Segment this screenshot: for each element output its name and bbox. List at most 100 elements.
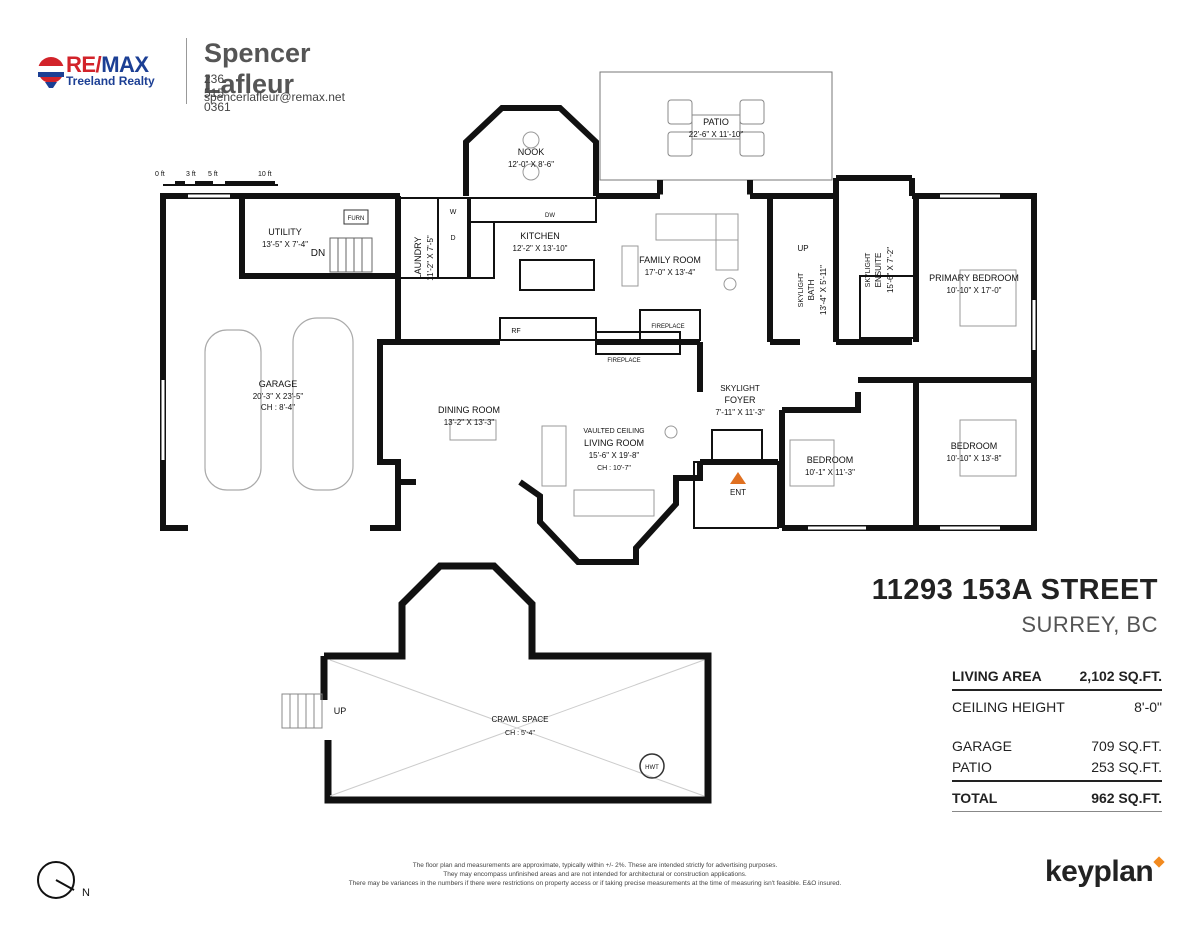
- compass-icon: N: [37, 861, 90, 899]
- crawl-stairs-icon: [281, 693, 323, 729]
- fixture-labels: FURN DN W D DW RF FIREPLACE FIREPLACE UP…: [311, 209, 809, 771]
- remax-logo: RE/MAX Treeland Realty: [36, 52, 176, 92]
- area-label: GARAGE: [952, 738, 1012, 754]
- area-value: 709 SQ.FT.: [1091, 738, 1162, 754]
- crawl-space-diagonals: [329, 659, 705, 797]
- agent-email: spencerlafleur@remax.net: [204, 90, 345, 104]
- area-value: 2,102 SQ.FT.: [1079, 668, 1162, 684]
- patio-dims: 22'-6" X 11'-10": [689, 130, 744, 139]
- crawl-name: CRAWL SPACE: [491, 715, 548, 724]
- entry-arrow-icon: [730, 472, 746, 484]
- down-label: DN: [311, 248, 325, 259]
- area-value: 8'-0": [1134, 699, 1162, 715]
- area-value: 962 SQ.FT.: [1091, 790, 1162, 806]
- hwt-label: HWT: [645, 765, 659, 771]
- area-row-garage: GARAGE 709 SQ.FT.: [952, 736, 1162, 757]
- patio-name: PATIO: [703, 117, 729, 127]
- disclaimer-line: There may be variances in the numbers if…: [348, 880, 842, 887]
- garage-cars: [204, 317, 354, 491]
- furniture: [449, 131, 1017, 517]
- foyer-dims: 7'-11" X 11'-3": [715, 408, 765, 417]
- area-row-total: TOTAL 962 SQ.FT.: [952, 788, 1162, 809]
- fireplace-label-1: FIREPLACE: [651, 324, 684, 330]
- area-value: 253 SQ.FT.: [1091, 759, 1162, 775]
- living-ch: CH : 10'-7": [597, 465, 631, 472]
- ensuite-dims: 15'-6" X 7'-2": [886, 247, 895, 293]
- windows: [161, 194, 1036, 530]
- kitchen-dims: 12'-2" X 13'-10": [513, 244, 568, 253]
- crawl-ch: CH : 5'-4": [505, 730, 535, 737]
- garage-ch: CH : 8'-4": [261, 403, 295, 412]
- nook-dims: 12'-0" X 8'-6": [508, 160, 554, 169]
- disclaimer-line: The floor plan and measurements are appr…: [412, 862, 778, 869]
- area-divider: [952, 689, 1162, 691]
- bedroom-2-name: BEDROOM: [951, 441, 998, 451]
- laundry-dims: 11'-2" X 7'-5": [426, 235, 435, 281]
- dishwasher-label: DW: [545, 213, 555, 219]
- ensuite-name: ENSUITE: [874, 253, 883, 288]
- compass-label: N: [82, 887, 90, 899]
- kitchen-name: KITCHEN: [520, 231, 560, 241]
- stairs-icon: [329, 237, 373, 273]
- bedroom-2-dims: 10'-10" X 13'-8": [947, 454, 1002, 463]
- interior-lines: [399, 197, 915, 529]
- utility-dims: 13'-5" X 7'-4": [262, 240, 308, 249]
- svg-text:3 ft: 3 ft: [186, 171, 196, 178]
- bath-name: BATH: [807, 279, 816, 300]
- nook-name: NOOK: [518, 147, 545, 157]
- agent-name: Spencer Lafleur: [204, 38, 311, 99]
- bath-extra: SKYLIGHT: [798, 272, 805, 307]
- area-divider: [952, 780, 1162, 782]
- svg-text:10 ft: 10 ft: [258, 171, 272, 178]
- property-city: SURREY, BC: [1021, 612, 1158, 637]
- family-name: FAMILY ROOM: [639, 255, 701, 265]
- area-table: LIVING AREA 2,102 SQ.FT. CEILING HEIGHT …: [952, 666, 1162, 818]
- washer-label: W: [450, 209, 457, 216]
- garage-dims: 20'-3" X 23'-5": [253, 392, 304, 401]
- laundry-name: LAUNDRY: [413, 237, 423, 280]
- foyer-name: FOYER: [724, 395, 756, 405]
- family-dims: 17'-0" X 13'-4": [645, 268, 696, 277]
- up-label: UP: [797, 244, 808, 253]
- svg-text:0 ft: 0 ft: [155, 171, 165, 178]
- living-extra: VAULTED CEILING: [583, 428, 644, 435]
- fireplace-label-2: FIREPLACE: [607, 358, 640, 364]
- disclaimer: The floor plan and measurements are appr…: [300, 861, 890, 888]
- area-row-living: LIVING AREA 2,102 SQ.FT.: [952, 666, 1162, 687]
- dining-name: DINING ROOM: [438, 405, 500, 415]
- dryer-label: D: [450, 235, 455, 242]
- scale-bar: 0 ft 3 ft 5 ft 10 ft: [155, 171, 278, 186]
- primary-name: PRIMARY BEDROOM: [929, 273, 1019, 283]
- garage-name: GARAGE: [259, 379, 298, 389]
- foyer-extra: SKYLIGHT: [720, 384, 760, 393]
- entry-label: ENT: [730, 488, 746, 497]
- agent-phone: 236 515 0361: [204, 72, 231, 114]
- crawl-up-label: UP: [334, 706, 347, 716]
- balloon-icon: [38, 57, 64, 88]
- furnace-label: FURN: [348, 216, 365, 222]
- room-labels: PATIO 22'-6" X 11'-10" NOOK 12'-0" X 8'-…: [253, 117, 1019, 737]
- patio-area: [599, 71, 833, 181]
- bedroom-1-name: BEDROOM: [807, 455, 854, 465]
- bath-dims: 13'-4" X 5'-11": [819, 265, 828, 315]
- area-row-ceiling: CEILING HEIGHT 8'-0": [952, 697, 1162, 718]
- patio-furniture: [667, 99, 765, 157]
- brand-sub: Treeland Realty: [66, 74, 155, 88]
- header-divider: [186, 38, 187, 104]
- svg-text:5 ft: 5 ft: [208, 171, 218, 178]
- area-label: CEILING HEIGHT: [952, 699, 1065, 715]
- area-divider: [952, 811, 1162, 812]
- area-label: TOTAL: [952, 790, 998, 806]
- keyplan-logo: keyplan: [1045, 855, 1154, 888]
- primary-dims: 10'-10" X 17'-0": [947, 286, 1002, 295]
- crawl-space-walls: [320, 562, 712, 804]
- bedroom-1-dims: 10'-1" X 11'-3": [805, 468, 855, 477]
- area-label: LIVING AREA: [952, 668, 1042, 684]
- dining-dims: 13'-2" X 13'-3": [444, 418, 495, 427]
- disclaimer-line: They may encompass unfinished areas and …: [443, 871, 747, 878]
- water-heater: [639, 753, 665, 779]
- living-name: LIVING ROOM: [584, 438, 644, 448]
- area-row-patio: PATIO 253 SQ.FT.: [952, 757, 1162, 778]
- property-address: 11293 153A STREET: [871, 574, 1158, 606]
